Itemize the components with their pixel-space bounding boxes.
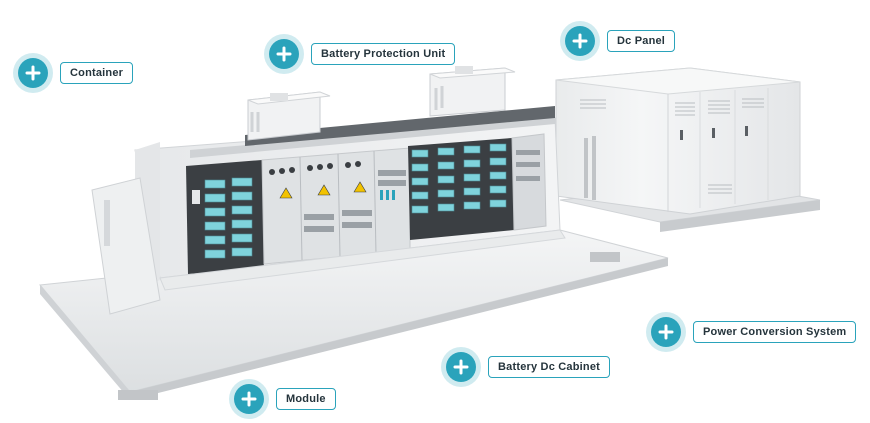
hotspot-dc-panel[interactable]: Dc Panel [565, 26, 676, 56]
battery-protection-unit-shapes [247, 66, 516, 141]
pcs-structure [555, 67, 821, 232]
hotspot-module[interactable]: Module [234, 384, 336, 414]
hotspot-label-battery-dc-cabinet[interactable]: Battery Dc Cabinet [488, 356, 611, 378]
battery-rack-right [408, 133, 547, 240]
battery-rack-left [186, 160, 264, 274]
plus-icon[interactable] [269, 39, 299, 69]
hotspot-label-battery-protection-unit[interactable]: Battery Protection Unit [311, 43, 456, 65]
hotspot-label-module[interactable]: Module [276, 388, 336, 410]
hotspot-label-container[interactable]: Container [60, 62, 134, 84]
container-floor-front [159, 229, 566, 291]
hotspot-battery-protection-unit[interactable]: Battery Protection Unit [269, 39, 456, 69]
hotspot-power-conversion-system[interactable]: Power Conversion System [651, 317, 857, 347]
dc-cabinet-group [261, 147, 411, 265]
hotspot-label-dc-panel[interactable]: Dc Panel [607, 30, 676, 52]
hotspot-battery-dc-cabinet[interactable]: Battery Dc Cabinet [446, 352, 611, 382]
plus-icon[interactable] [234, 384, 264, 414]
hotspot-label-power-conversion-system[interactable]: Power Conversion System [693, 321, 857, 343]
plus-icon[interactable] [446, 352, 476, 382]
hotspot-container[interactable]: Container [18, 58, 134, 88]
plus-icon[interactable] [565, 26, 595, 56]
plus-icon[interactable] [651, 317, 681, 347]
plus-icon[interactable] [18, 58, 48, 88]
